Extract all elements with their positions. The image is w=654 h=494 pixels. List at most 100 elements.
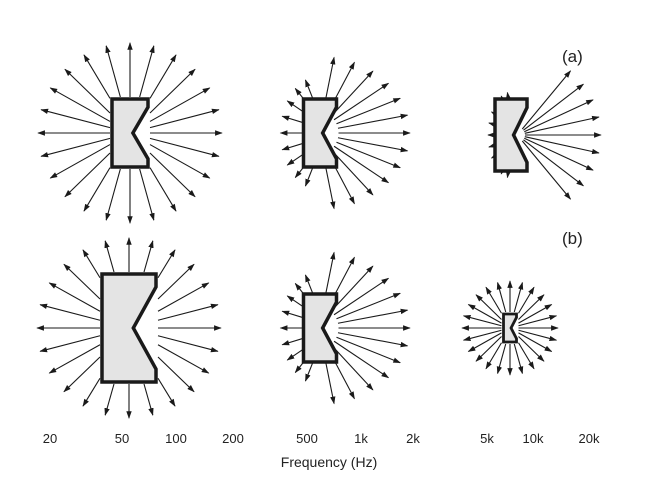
- radiation-arrow-front: [333, 340, 390, 379]
- tick-label-500: 500: [296, 431, 318, 446]
- radiation-arrow: [475, 294, 502, 320]
- loudspeaker-cabinet: [502, 312, 518, 344]
- radiation-arrow-front: [524, 137, 594, 171]
- radiation-arrow-front: [330, 70, 374, 117]
- tick-label-2k: 2k: [406, 431, 420, 446]
- radiation-arrow: [149, 108, 220, 129]
- radiation-arrow: [157, 303, 219, 321]
- tick-label-20k: 20k: [579, 431, 600, 446]
- radiation-arrow-front: [330, 265, 374, 312]
- panel-label-b: (b): [562, 229, 583, 248]
- speaker-a2: [279, 56, 411, 210]
- radiation-arrow: [518, 294, 545, 320]
- radiation-arrow-back: [304, 274, 315, 296]
- radiation-arrow: [104, 240, 115, 273]
- radiation-arrow-front: [333, 145, 390, 184]
- radiation-arrow: [82, 377, 101, 407]
- radiation-arrow: [157, 377, 176, 407]
- radiation-arrow: [485, 286, 502, 314]
- radiation-arrow-front: [336, 292, 401, 320]
- loudspeaker-cabinet: [493, 97, 529, 173]
- radiation-arrow: [518, 329, 558, 342]
- radiation-arrow: [496, 343, 507, 375]
- radiation-arrow: [82, 249, 101, 279]
- radiation-arrow: [518, 336, 545, 362]
- radiation-arrow-back: [304, 79, 315, 101]
- radiation-arrow-front: [336, 336, 401, 364]
- tick-label-20: 20: [43, 431, 57, 446]
- radiation-arrow: [105, 168, 121, 221]
- radiation-arrow: [518, 286, 535, 314]
- loudspeaker-cabinet: [301, 97, 339, 169]
- speaker-a1: [37, 42, 223, 224]
- radiation-arrow-front: [336, 97, 401, 125]
- loudspeaker-cabinet: [100, 272, 158, 384]
- radiation-arrow: [467, 304, 502, 324]
- radiation-arrow: [139, 168, 155, 221]
- radiation-arrow: [157, 344, 210, 374]
- speaker-b1: [36, 237, 222, 419]
- radiation-arrow: [143, 240, 154, 273]
- radiation-arrow: [157, 282, 210, 312]
- tick-label-100: 100: [165, 431, 187, 446]
- radiation-arrow-front: [524, 136, 600, 155]
- radiation-arrow-back: [304, 165, 315, 187]
- speaker-b2: [279, 251, 411, 405]
- radiation-arrow: [63, 263, 101, 300]
- radiation-arrow-front: [521, 70, 572, 130]
- radiation-arrow-front: [521, 140, 572, 200]
- radiation-arrow-front: [337, 308, 409, 324]
- tick-label-50: 50: [115, 431, 129, 446]
- radiation-arrow: [157, 335, 219, 353]
- radiation-arrow: [475, 336, 502, 362]
- radiation-arrow-back: [281, 310, 304, 319]
- radiation-arrow: [104, 383, 115, 416]
- radiation-arrow: [63, 356, 101, 393]
- radiation-arrow-front: [330, 149, 374, 196]
- radiation-arrow-front: [333, 82, 390, 121]
- radiation-arrow-back: [281, 337, 304, 346]
- radiation-arrow: [49, 144, 111, 179]
- loudspeaker-cabinet: [301, 292, 339, 364]
- radiation-arrow: [157, 356, 195, 393]
- radiation-arrow: [149, 87, 211, 122]
- panel-label-a: (a): [562, 47, 583, 66]
- radiation-arrow-front: [523, 83, 585, 131]
- radiation-arrow: [518, 304, 553, 324]
- radiation-arrow: [39, 335, 101, 353]
- radiation-arrow-back: [304, 360, 315, 382]
- radiation-arrow: [149, 144, 211, 179]
- radiation-arrow: [48, 282, 101, 312]
- radiation-arrow: [48, 344, 101, 374]
- speaker-a3: [487, 70, 602, 200]
- radiation-arrow: [518, 314, 558, 327]
- radiation-arrow-front: [523, 139, 585, 187]
- frequency-axis-title: Frequency (Hz): [281, 454, 377, 470]
- radiation-arrow-front: [333, 277, 390, 316]
- radiation-arrow-front: [336, 141, 401, 169]
- radiation-arrow: [149, 68, 196, 114]
- radiation-arrow: [518, 332, 553, 352]
- radiation-arrow: [40, 137, 111, 158]
- speaker-b3: [461, 280, 559, 376]
- radiation-arrow-front: [337, 332, 409, 348]
- radiation-arrow-front: [330, 344, 374, 391]
- radiation-arrow: [49, 87, 111, 122]
- tick-label-200: 200: [222, 431, 244, 446]
- radiation-arrow: [496, 281, 507, 313]
- loudspeaker-cabinet: [110, 97, 150, 169]
- tick-label-1k: 1k: [354, 431, 368, 446]
- radiation-arrow: [149, 137, 220, 158]
- radiation-arrow: [485, 342, 502, 370]
- radiation-arrow-front: [524, 99, 594, 133]
- radiation-arrow: [83, 54, 111, 99]
- radiation-arrow: [143, 383, 154, 416]
- radiation-arrow: [83, 167, 111, 212]
- radiation-arrow: [64, 68, 111, 114]
- radiation-arrow: [513, 343, 524, 375]
- radiation-arrow: [513, 281, 524, 313]
- radiation-arrow: [157, 249, 176, 279]
- speaker-layer: [36, 42, 602, 419]
